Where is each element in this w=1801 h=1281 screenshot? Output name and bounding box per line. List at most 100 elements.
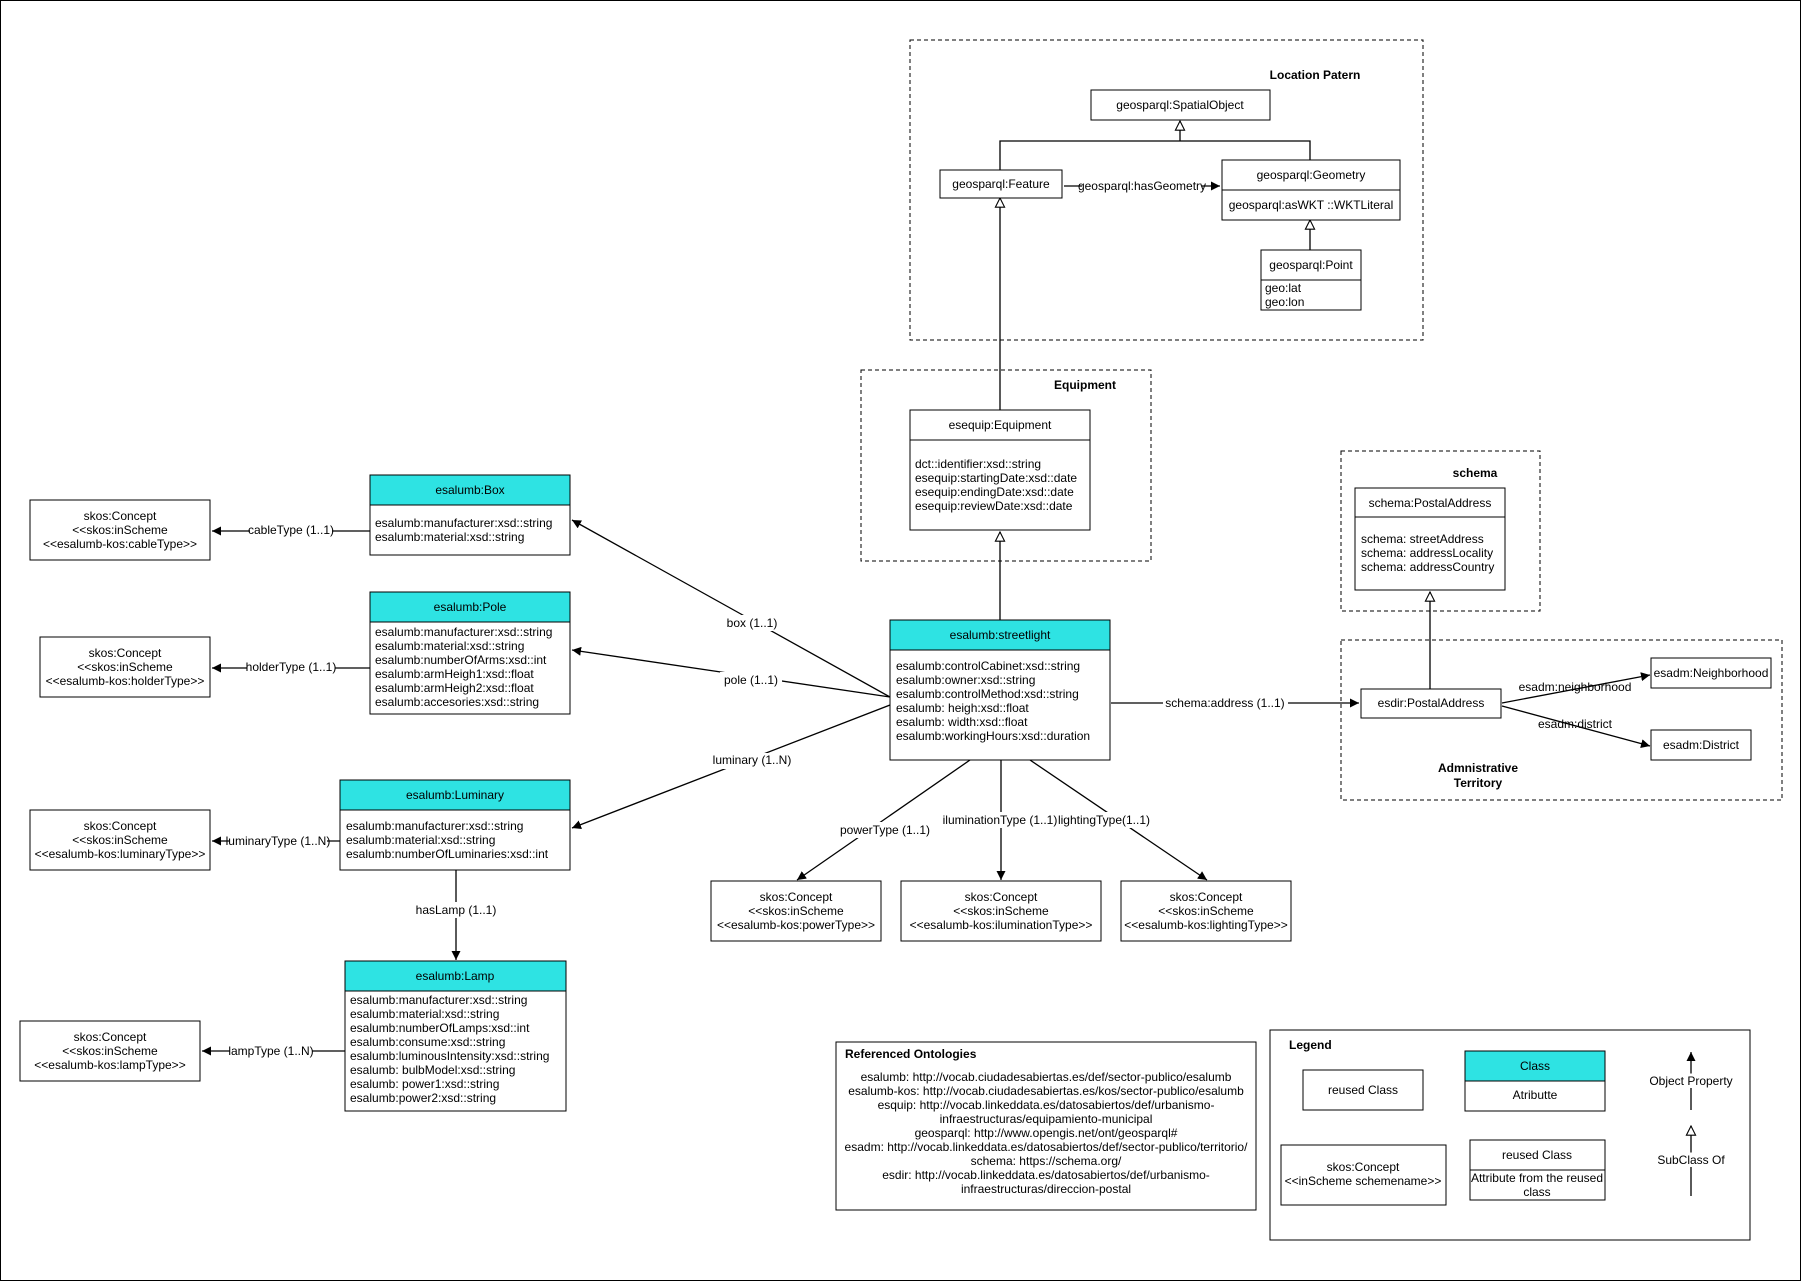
class-attribute: esalumb:armHeigh2:xsd::float <box>375 681 534 695</box>
edge-label-has-lamp: hasLamp (1..1) <box>416 903 497 917</box>
referenced-ontologies-panel: Referenced Ontologies esalumb: http://vo… <box>835 1041 1257 1211</box>
class-title: geosparql:Geometry <box>1257 168 1366 182</box>
admin-territory-group <box>1340 639 1783 801</box>
ontology-line: esalumb-kos: http://vocab.ciudadesabiert… <box>848 1084 1244 1098</box>
legend-title: Legend <box>1289 1038 1332 1052</box>
concept-line: <<skos:inScheme <box>77 660 173 674</box>
edge-power-type <box>796 759 971 881</box>
class-title: geosparql:SpatialObject <box>1116 98 1244 112</box>
legend-reused-class-label: reused Class <box>1328 1083 1398 1097</box>
edge-district <box>1501 705 1651 748</box>
class-geometry: geosparql:Geometry geosparql:asWKT ::WKT… <box>1221 159 1401 221</box>
class-title: esalumb:streetlight <box>950 628 1051 642</box>
edge-label-district: esadm:district <box>1538 717 1613 731</box>
edge-labels: geosparql:hasGeometry box (1..1) pole (1… <box>226 178 1632 1059</box>
class-attribute: esalumb:manufacturer:xsd::string <box>346 819 523 833</box>
class-luminary: esalumb:Luminary esalumb:manufacturer:xs… <box>339 779 571 871</box>
class-attribute: esalumb: power1:xsd::string <box>350 1077 499 1091</box>
legend-panel: Legend reused Class Class Atributte skos… <box>1269 1029 1751 1241</box>
concept-luminary-type: skos:Concept <<skos:inScheme <<esalumb-k… <box>29 809 211 871</box>
concept-line: <<skos:inScheme <box>62 1044 158 1058</box>
legend-subclass-label: SubClass Of <box>1657 1153 1725 1167</box>
class-attribute: schema: streetAddress <box>1361 532 1484 546</box>
location-pattern-title: Location Patern <box>1270 68 1361 82</box>
class-attribute: esalumb:manufacturer:xsd::string <box>350 993 527 1007</box>
ontology-line: esadm: http://vocab.linkeddata.es/datosa… <box>845 1140 1249 1154</box>
class-title: esalumb:Box <box>435 483 504 497</box>
class-title: schema:PostalAddress <box>1369 496 1492 510</box>
legend-reused-attr-line: Attribute from the reused <box>1471 1171 1603 1185</box>
ontology-line: schema: https://schema.org/ <box>971 1154 1122 1168</box>
legend-object-property-label: Object Property <box>1649 1074 1732 1088</box>
concept-lighting-type: skos:Concept <<skos:inScheme <<esalumb-k… <box>1120 880 1292 942</box>
class-attribute: esequip:reviewDate:xsd::date <box>915 499 1073 513</box>
class-attribute: esalumb: heigh:xsd::float <box>896 701 1029 715</box>
concept-line: <<skos:inScheme <box>72 523 168 537</box>
class-attribute: esalumb:numberOfArms:xsd::int <box>375 653 547 667</box>
class-attribute: esalumb:consume:xsd::string <box>350 1035 505 1049</box>
class-title: esadm:Neighborhood <box>1654 666 1769 680</box>
admin-territory-title-1: Admnistrative <box>1438 761 1518 775</box>
class-attribute: geosparql:asWKT ::WKTLiteral <box>1229 198 1394 212</box>
legend-concept <box>1280 1144 1447 1206</box>
class-schema-postal-address: schema:PostalAddress schema: streetAddre… <box>1354 487 1506 591</box>
concept-holder-type: skos:Concept <<skos:inScheme <<esalumb-k… <box>39 636 211 698</box>
class-attribute: geo:lon <box>1265 295 1304 309</box>
ontology-line: esdir: http://vocab.linkeddata.es/datosa… <box>882 1168 1210 1182</box>
class-title: geosparql:Feature <box>952 177 1050 191</box>
legend-reused-attr-line: class <box>1523 1185 1550 1199</box>
edge-label-schema-address: schema:address (1..1) <box>1165 696 1284 710</box>
concept-ilumination-type: skos:Concept <<skos:inScheme <<esalumb-k… <box>900 880 1102 942</box>
concept-line: <<esalumb-kos:luminaryType>> <box>35 847 206 861</box>
concept-line: skos:Concept <box>965 890 1038 904</box>
class-title: esequip:Equipment <box>949 418 1052 432</box>
edge-label-power-type: powerType (1..1) <box>840 823 930 837</box>
subclass-bracket <box>999 140 1311 170</box>
class-point: geosparql:Point geo:lat geo:lon <box>1260 249 1362 311</box>
class-attribute: dct::identifier:xsd::string <box>915 457 1041 471</box>
edge-label-lamp-type: lampType (1..N) <box>228 1044 313 1058</box>
concept-line: <<esalumb-kos:holderType>> <box>46 674 205 688</box>
legend-class-title: Class <box>1520 1059 1550 1073</box>
concept-line: <<skos:inScheme <box>748 904 844 918</box>
ontology-line: infraestructuras/direccion-postal <box>961 1182 1131 1196</box>
class-neighborhood: esadm:Neighborhood <box>1650 657 1772 689</box>
concept-cable-type: skos:Concept <<skos:inScheme <<esalumb-k… <box>29 499 211 561</box>
class-attribute: esalumb:power2:xsd::string <box>350 1091 496 1105</box>
class-title: esalumb:Lamp <box>416 969 495 983</box>
class-district: esadm:District <box>1650 729 1752 761</box>
concept-line: skos:Concept <box>760 890 833 904</box>
edge-label-luminary-type: luminaryType (1..N) <box>226 834 331 848</box>
concept-line: skos:Concept <box>1170 890 1243 904</box>
class-attribute: esalumb:numberOfLamps:xsd::int <box>350 1021 530 1035</box>
edge-label-holder-type: holderType (1..1) <box>246 660 337 674</box>
class-attribute: esalumb:material:xsd::string <box>346 833 495 847</box>
concept-line: <<esalumb-kos:cableType>> <box>43 537 197 551</box>
ontologies-title: Referenced Ontologies <box>845 1047 977 1061</box>
concept-line: <<esalumb-kos:lampType>> <box>34 1058 185 1072</box>
edge-label-neighborhood: esadm:neighborhood <box>1519 680 1632 694</box>
class-attribute: esalumb:manufacturer:xsd::string <box>375 625 552 639</box>
schema-group <box>1340 450 1541 612</box>
equipment-group <box>860 369 1152 562</box>
class-attribute: schema: addressLocality <box>1361 546 1493 560</box>
class-attribute: esalumb:material:xsd::string <box>350 1007 499 1021</box>
edge-label-pole: pole (1..1) <box>724 673 778 687</box>
class-box: esalumb:Box esalumb:manufacturer:xsd::st… <box>369 474 571 556</box>
concept-line: <<esalumb-kos:iluminationType>> <box>910 918 1093 932</box>
concept-line: skos:Concept <box>84 509 157 523</box>
concept-line: <<esalumb-kos:lightingType>> <box>1124 918 1287 932</box>
class-attribute: esalumb: width:xsd::float <box>896 715 1028 729</box>
class-attribute: esalumb:workingHours:xsd::duration <box>896 729 1090 743</box>
class-attribute: esalumb:owner:xsd::string <box>896 673 1035 687</box>
class-attribute: esequip:startingDate:xsd::date <box>915 471 1077 485</box>
class-title: esalumb:Pole <box>434 600 507 614</box>
class-equipment: esequip:Equipment dct::identifier:xsd::s… <box>909 409 1091 531</box>
class-esdir-postal-address: esdir:PostalAddress <box>1360 688 1502 719</box>
edge-box <box>571 519 891 698</box>
class-feature: geosparql:Feature <box>939 169 1063 199</box>
class-attribute: esalumb:manufacturer:xsd::string <box>375 516 552 530</box>
legend-concept-line: skos:Concept <box>1327 1160 1400 1174</box>
ontology-line: geosparql: http://www.opengis.net/ont/ge… <box>915 1126 1178 1140</box>
